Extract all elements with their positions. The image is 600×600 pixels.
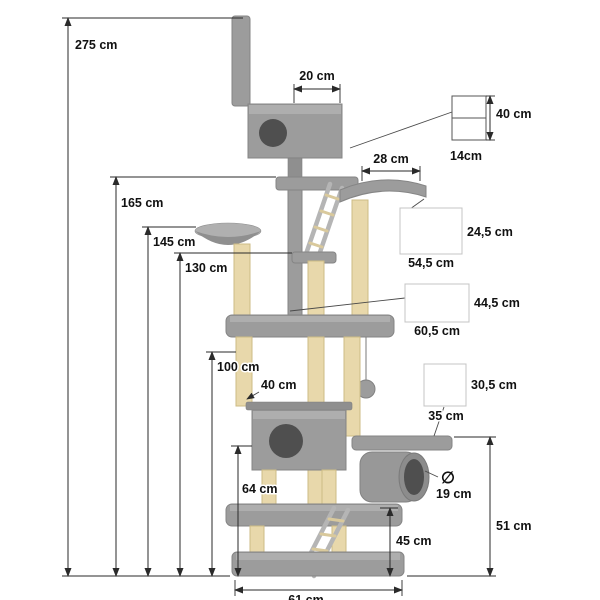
platform-size-box [404,283,470,323]
lower-platform-top [230,505,398,511]
dim-label-tube-diameter: 19 cm [436,487,471,501]
lower-house-top-board [245,401,353,411]
dim-total-height: 275 cm [62,17,243,577]
dim-label-28: 28 cm [373,152,408,166]
dimension-annotations: 275 cm 165 cm 145 cm 130 cm 100 cm [62,17,533,600]
cat-tree-illustration [194,15,453,579]
dim-hammock-height: 145 cm [142,226,197,577]
lower-house-entry-hole [269,424,303,458]
house-platform-connector [287,157,303,179]
top-house-entry-hole [259,119,287,147]
upper-ladder [303,181,345,261]
dim-label-100: 100 cm [217,360,259,374]
middle-platform-top [230,316,390,322]
dim-tube-platform-height: 51 cm [407,436,533,577]
dim-label-ladder-length: 40 cm [496,107,531,121]
sisal-post-base-left [249,525,265,553]
dim-label-post-height: 40 cm [261,378,296,392]
tube-platform [351,435,453,451]
dim-label-275: 275 cm [75,38,117,52]
dim-lower-house-height: 64 cm [231,445,279,577]
post-height-callout: 40 cm [246,377,298,400]
sisal-post-40cm [235,336,253,407]
top-house-roof [249,105,341,114]
dim-label-130: 130 cm [185,261,227,275]
dim-label-64: 64 cm [242,482,277,496]
sisal-post-house-right [321,469,337,505]
dim-base-width: 61 cm [234,580,403,600]
hanging-ball-toy [356,337,376,399]
dim-label-small-platform-width: 35 cm [428,409,463,423]
dim-label-small-platform-depth: 30,5 cm [471,378,517,392]
base-plate-top [236,553,400,560]
dim-mid-platform-height: 100 cm [206,351,261,577]
dim-label-165: 165 cm [121,196,163,210]
platform-size-callout: 44,5 cm 60,5 cm [289,283,521,340]
sisal-post-right [343,336,361,437]
dim-label-ladder-width: 14cm [450,149,482,163]
lower-house-roof [253,411,345,419]
play-tube [359,451,430,503]
dim-bottom-step-height: 45 cm [380,507,433,577]
dim-label-145: 145 cm [153,235,195,249]
sisal-post-perch [351,199,369,318]
diameter-symbol: ∅ [441,470,455,487]
dim-label-45: 45 cm [396,534,431,548]
ceiling-post [231,15,251,107]
perch-size-callout: 24,5 cm 54,5 cm [399,198,514,272]
small-platform-size-box [423,363,467,407]
hammock [194,222,262,245]
dim-label-perch-length: 54,5 cm [408,256,454,270]
tube-diameter-callout: ∅ 19 cm [424,469,473,503]
ladder-detail-callout: 40 cm 14cm [349,95,533,165]
dim-label-51: 51 cm [496,519,531,533]
dim-label-20: 20 cm [299,69,334,83]
perch-size-box [399,207,463,255]
dim-label-61: 61 cm [288,593,323,600]
dim-label-platform-depth: 44,5 cm [474,296,520,310]
dim-top-house-width: 20 cm [293,68,341,103]
small-platform-size-callout: 30,5 cm 35 cm [423,363,518,437]
dim-step-platform-height: 130 cm [174,252,292,577]
curved-perch [339,179,427,203]
dim-upper-platform-height: 165 cm [110,176,276,577]
dim-label-perch-depth: 24,5 cm [467,225,513,239]
sisal-post-hammock [233,243,251,318]
dim-perch-width: 28 cm [361,151,421,181]
dim-label-platform-length: 60,5 cm [414,324,460,338]
